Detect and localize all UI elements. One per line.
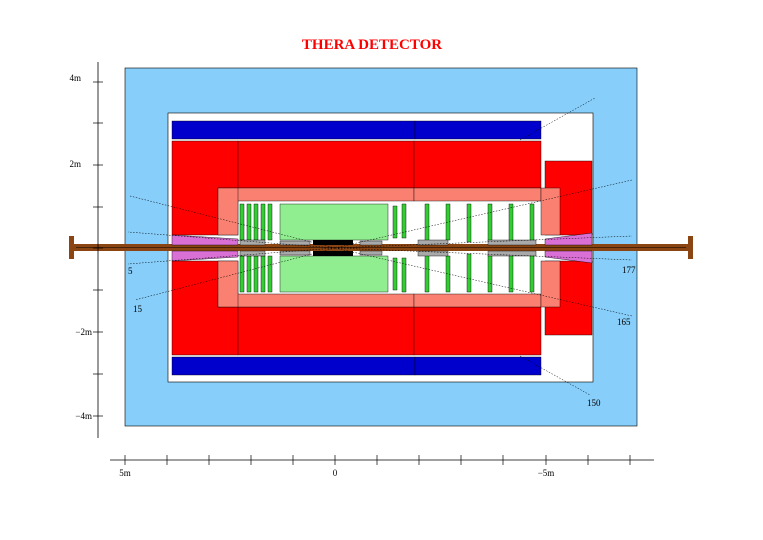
- tracking-plane: [487, 253, 493, 293]
- tracking-plane: [466, 203, 472, 243]
- forward-plugs: [171, 232, 593, 264]
- y-tick-label-minus-4m: −4m: [75, 411, 92, 421]
- tracking-plane: [487, 203, 493, 243]
- tracking-plane: [253, 203, 259, 241]
- tracking-planes: [239, 203, 535, 293]
- y-tick-label-2m: 2m: [69, 159, 81, 169]
- diagram-title: THERA DETECTOR: [302, 37, 442, 53]
- tracking-plane: [267, 203, 273, 241]
- angle-label-5: 5: [128, 266, 133, 276]
- angle-label-15: 15: [133, 304, 143, 314]
- tracking-plane: [392, 205, 398, 239]
- tracking-plane: [401, 203, 407, 239]
- tracking-plane: [246, 203, 252, 241]
- x-tick-label-minus-5m: −5m: [538, 468, 555, 478]
- central-tracker: [279, 203, 389, 293]
- inner-calorimeter: [217, 187, 561, 308]
- tracking-plane: [466, 253, 472, 293]
- tracking-plane: [267, 255, 273, 293]
- tracking-plane: [253, 255, 259, 293]
- x-tick-label-0: 0: [333, 468, 338, 478]
- angle-lines: [127, 97, 633, 396]
- solenoid-coil: [171, 120, 542, 376]
- y-axis: 4m 2m −2m −4m: [69, 62, 103, 438]
- x-axis: 5m 0 −5m: [110, 455, 654, 478]
- x-tick-label-5m: 5m: [119, 468, 131, 478]
- tracking-plane: [246, 255, 252, 293]
- tracking-plane: [239, 255, 245, 293]
- tracking-plane: [529, 253, 535, 293]
- tracking-plane: [424, 203, 430, 243]
- tracking-plane: [260, 255, 266, 293]
- angle-label-177: 177: [622, 265, 636, 275]
- tracking-plane: [392, 257, 398, 291]
- y-tick-label-4m: 4m: [69, 73, 81, 83]
- tracking-plane: [401, 257, 407, 293]
- angle-label-165: 165: [617, 317, 631, 327]
- vertex-detector: [239, 239, 537, 257]
- tracking-plane: [239, 203, 245, 241]
- angle-labels: 5 15 150 165 177: [128, 265, 636, 408]
- tracking-plane: [508, 203, 514, 243]
- y-tick-label-minus-2m: −2m: [75, 327, 92, 337]
- tracking-plane: [529, 203, 535, 243]
- tracking-plane: [260, 203, 266, 241]
- beam-pipe: [69, 236, 693, 259]
- angle-label-150: 150: [587, 398, 601, 408]
- tracking-plane: [424, 253, 430, 293]
- tracking-plane: [508, 253, 514, 293]
